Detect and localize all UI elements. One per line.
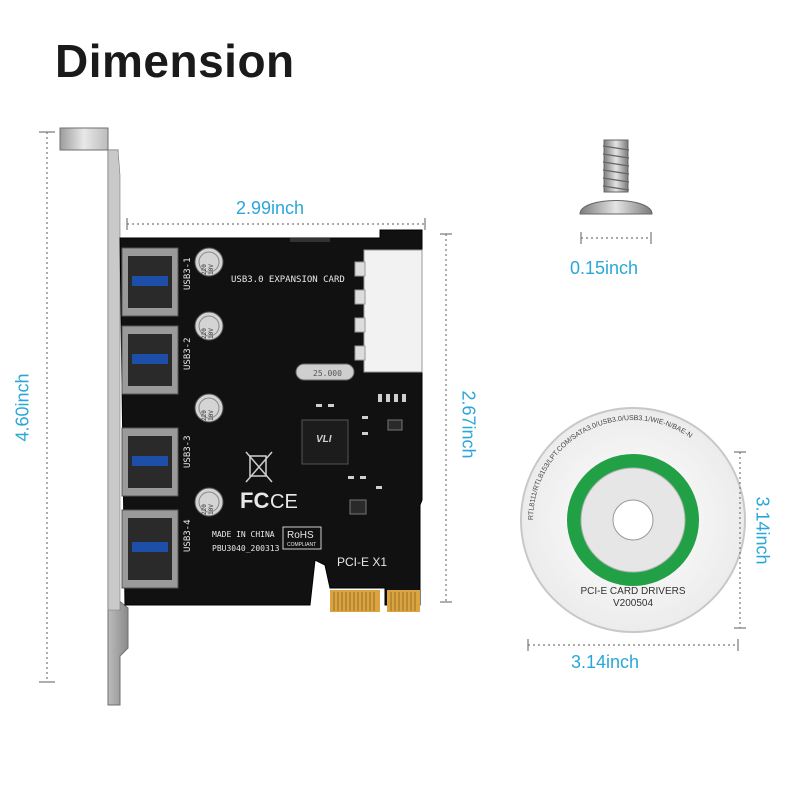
smd-components bbox=[316, 394, 406, 515]
svg-text:COMPLIANT: COMPLIANT bbox=[287, 542, 316, 548]
model-text: PBU3040_200313 bbox=[212, 544, 280, 553]
port-label: USB3-3 bbox=[183, 435, 193, 468]
cd-width-dimension-line bbox=[527, 639, 739, 651]
cd-width-label: 3.14inch bbox=[571, 652, 640, 672]
port-label: USB3-1 bbox=[183, 257, 193, 290]
weee-icon bbox=[245, 451, 273, 483]
gold-fingers bbox=[330, 590, 420, 612]
driver-cd: RTL8111/RTL8153/LPT.COM/SATA3.0/USB3.0/U… bbox=[520, 407, 746, 633]
usb-port bbox=[121, 427, 179, 497]
usb-port bbox=[121, 247, 179, 317]
svg-text:10V: 10V bbox=[208, 410, 215, 421]
svg-text:10V: 10V bbox=[208, 264, 215, 275]
cd-height-label: 3.14inch bbox=[752, 496, 773, 565]
card-width-dimension-line bbox=[126, 218, 426, 230]
crystal-oscillator: 25.000 bbox=[295, 363, 355, 381]
interface-label: PCI-E X1 bbox=[337, 555, 387, 569]
svg-text:10V: 10V bbox=[208, 504, 215, 515]
capacitor: 220 10V bbox=[194, 487, 224, 517]
screw bbox=[579, 139, 653, 215]
svg-text:220: 220 bbox=[201, 504, 208, 515]
usb-port bbox=[121, 509, 179, 589]
screw-length-label: 0.15inch bbox=[570, 258, 639, 278]
power-connector bbox=[354, 249, 423, 373]
capacitor: 220 10V bbox=[194, 393, 224, 423]
card-height-dimension-line bbox=[440, 233, 452, 603]
card-height-label: 2.67inch bbox=[458, 390, 479, 459]
card-width-label: 2.99inch bbox=[236, 198, 305, 218]
svg-text:220: 220 bbox=[201, 264, 208, 275]
ce-mark: CE bbox=[270, 491, 298, 513]
cd-version: V200504 bbox=[613, 598, 653, 609]
made-in-text: MADE IN CHINA bbox=[212, 530, 275, 539]
bracket-height-label: 4.60inch bbox=[12, 373, 33, 442]
svg-text:220: 220 bbox=[201, 328, 208, 339]
cd-title: PCI-E CARD DRIVERS bbox=[580, 586, 685, 597]
card-label: USB3.0 EXPANSION CARD bbox=[231, 275, 345, 285]
port-label: USB3-2 bbox=[183, 337, 193, 370]
fc-mark: FC bbox=[240, 488, 269, 513]
bracket-dimension-line bbox=[39, 131, 55, 683]
svg-text:220: 220 bbox=[201, 410, 208, 421]
svg-text:RoHS: RoHS bbox=[287, 530, 314, 541]
capacitor: 220 10V bbox=[194, 311, 224, 341]
controller-chip: VLI bbox=[301, 419, 349, 465]
usb-port bbox=[121, 325, 179, 395]
capacitor: 220 10V bbox=[194, 247, 224, 277]
rohs-badge: RoHS COMPLIANT bbox=[282, 526, 322, 550]
port-label: USB3-4 bbox=[183, 519, 193, 552]
svg-text:VLI: VLI bbox=[316, 434, 332, 445]
cd-height-dimension-line bbox=[734, 451, 746, 629]
svg-text:25.000: 25.000 bbox=[313, 369, 342, 378]
screw-dimension-line bbox=[580, 232, 652, 244]
svg-text:10V: 10V bbox=[208, 328, 215, 339]
page-title: Dimension bbox=[55, 35, 295, 87]
